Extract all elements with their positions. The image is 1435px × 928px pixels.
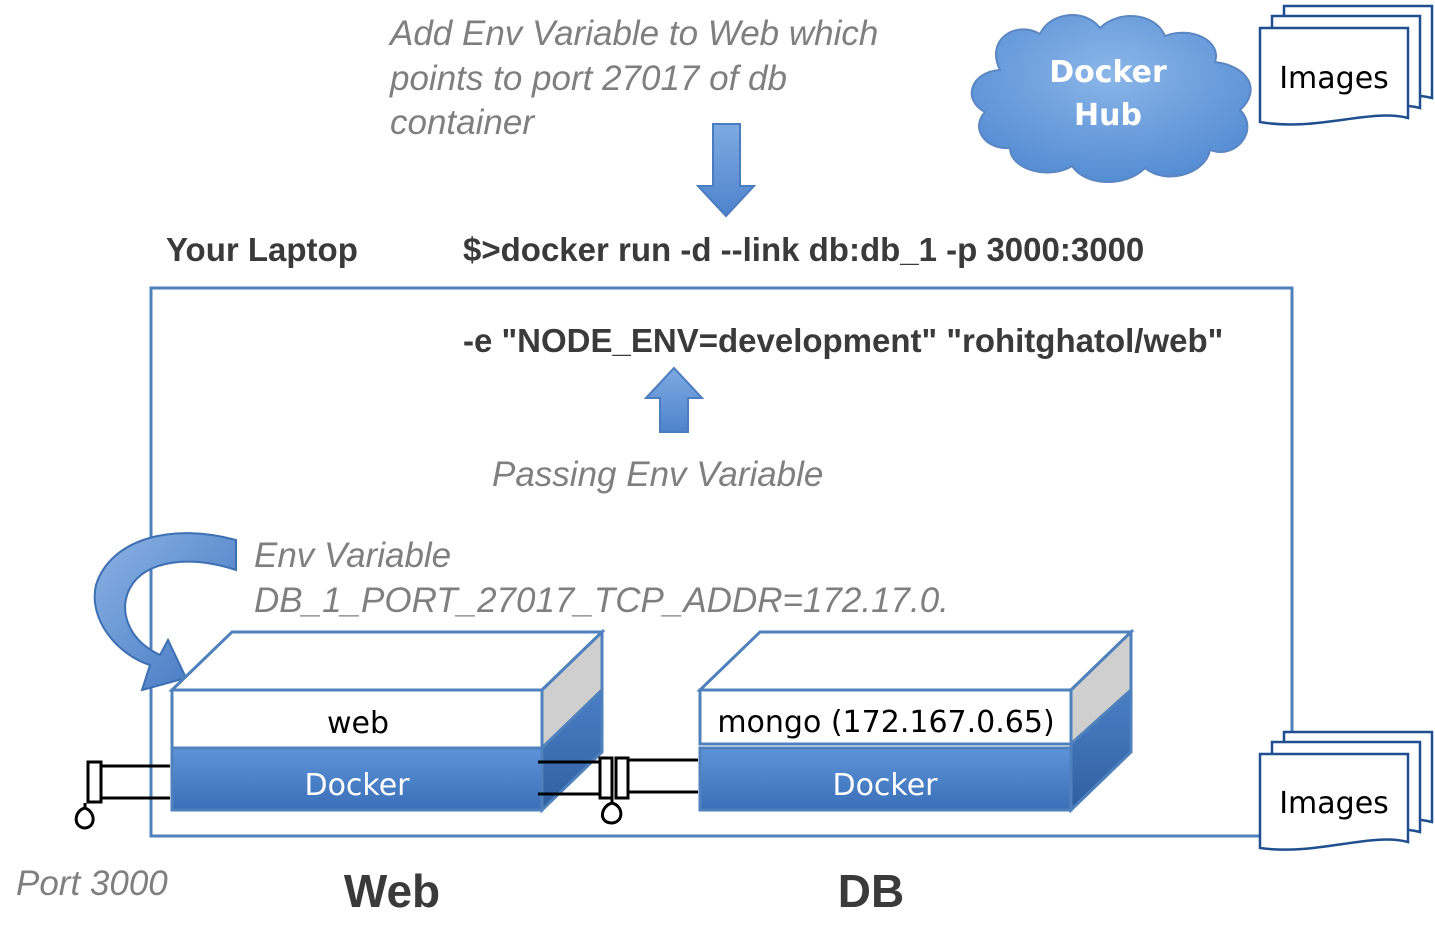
hub-label-line-2: Hub: [1074, 98, 1142, 133]
hub-images-stack: Images: [1258, 4, 1434, 126]
laptop-label: Your Laptop: [166, 231, 358, 268]
env-note-line-2: DB_1_PORT_27017_TCP_ADDR=172.17.0.: [254, 581, 949, 620]
web-port-connector: [74, 760, 170, 830]
web-container-label: web: [327, 706, 389, 741]
hub-images-label: Images: [1279, 61, 1389, 96]
top-note-line-1: Add Env Variable to Web which: [388, 14, 878, 53]
command-line-2: -e "NODE_ENV=development" "rohitghatol/w…: [463, 322, 1223, 359]
port-note: Port 3000: [16, 864, 168, 903]
env-note-line-1: Env Variable: [254, 536, 451, 575]
web-caption: Web: [344, 865, 440, 917]
link-connector: [538, 756, 698, 825]
passing-env-note: Passing Env Variable: [492, 455, 823, 494]
db-container: mongo (172.167.0.65) Docker: [696, 628, 1135, 814]
db-container-label: mongo (172.167.0.65): [717, 705, 1054, 740]
hub-label-line-1: Docker: [1049, 55, 1167, 90]
web-docker-label: Docker: [304, 768, 410, 803]
top-note-line-2: points to port 27017 of db: [389, 59, 787, 98]
local-images-stack: Images: [1258, 730, 1434, 851]
db-docker-label: Docker: [832, 768, 938, 803]
up-arrow-icon: [643, 366, 705, 433]
db-caption: DB: [838, 865, 904, 917]
top-note-line-3: container: [390, 103, 535, 142]
down-arrow-icon: [695, 123, 757, 218]
local-images-label: Images: [1279, 786, 1389, 821]
command-line-1: $>docker run -d --link db:db_1 -p 3000:3…: [463, 231, 1144, 268]
cloud-icon: [970, 14, 1252, 183]
top-note: Add Env Variable to Web which points to …: [388, 14, 878, 142]
web-container: web Docker: [168, 628, 606, 814]
curved-arrow-icon: [93, 532, 237, 692]
docker-hub-cloud: Docker Hub: [970, 14, 1252, 183]
